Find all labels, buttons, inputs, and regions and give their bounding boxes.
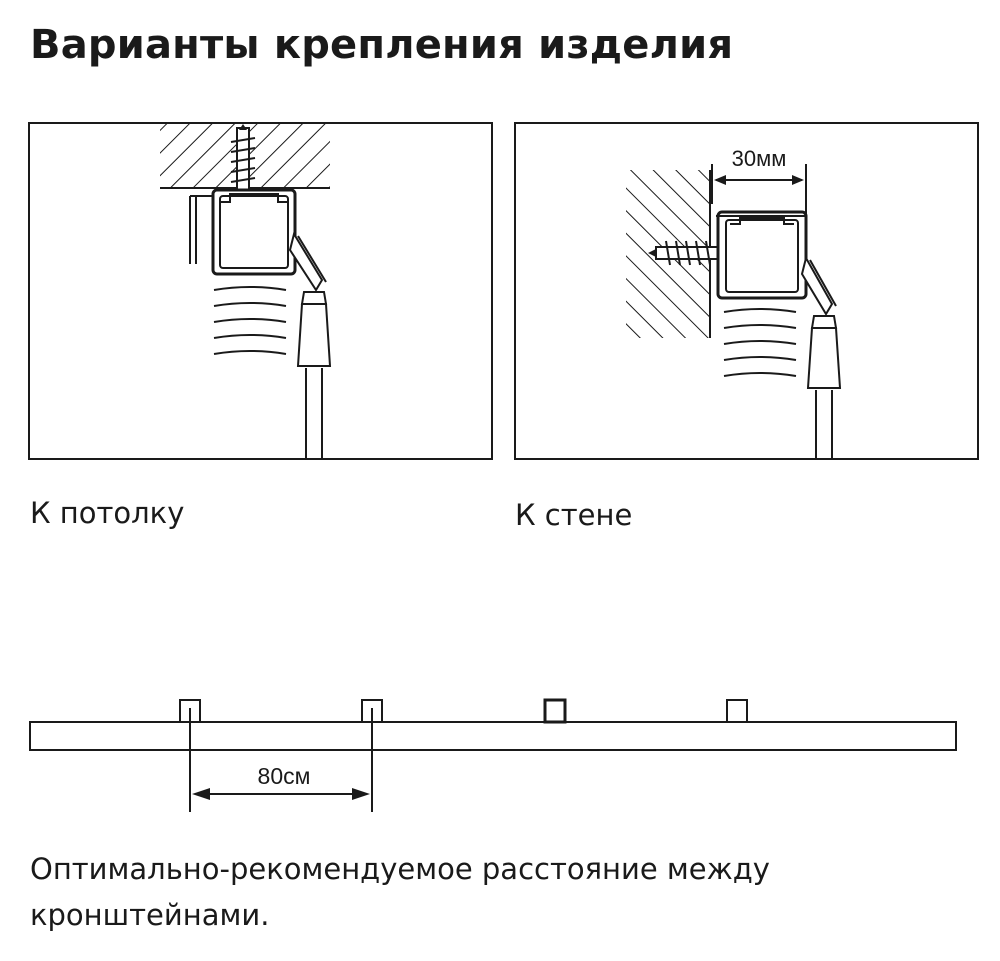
dimension-label-80cm: 80см [258,763,311,789]
bracket-3 [543,698,567,724]
caption-wall-mount: К стене [515,498,633,532]
slats [723,308,797,377]
control-wand [288,231,332,458]
wall-mount-illustration: 30мм [626,146,842,458]
wall-mount-panel: 30мм [514,122,979,460]
control-wand [800,255,842,458]
dimension-80cm: 80см [189,708,373,812]
caption-ceiling-mount: К потолку [30,496,185,530]
ceiling-mount-panel [28,122,493,460]
dimension-30mm: 30мм [711,146,807,216]
rail-bar [29,721,957,751]
bracket-4 [726,699,748,723]
rail-profile [716,210,808,300]
rail-profile [189,188,297,276]
bracket-spacing-diagram: 80см [29,698,957,812]
ceiling-mount-illustration [160,124,332,458]
dimension-label-30mm: 30мм [732,146,787,171]
page-title: Варианты крепления изделия [30,22,734,68]
slats [213,286,287,355]
spacing-note: Оптимально-рекомендуемое расстояние межд… [30,852,770,932]
screw-icon [230,124,256,193]
